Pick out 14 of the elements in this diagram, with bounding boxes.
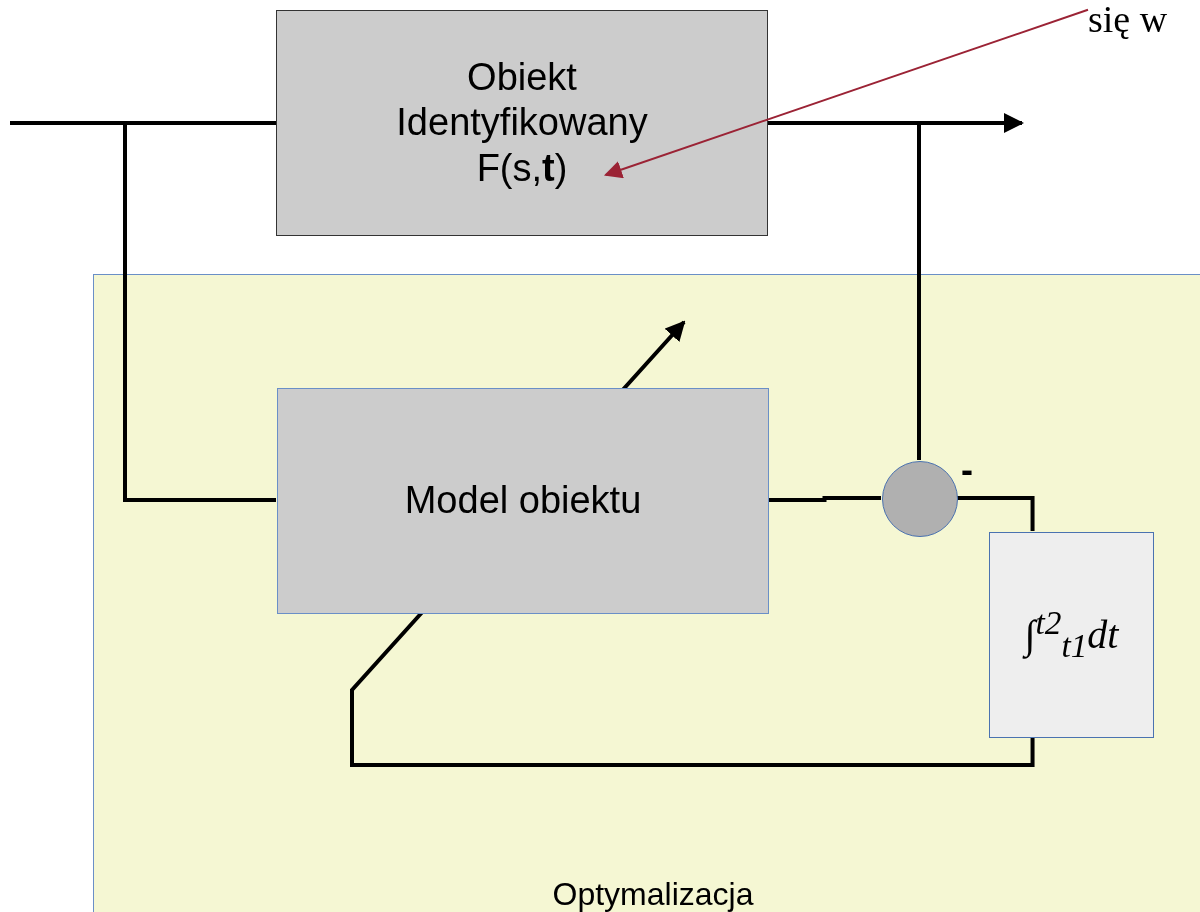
process-box bbox=[277, 388, 769, 614]
box-label: Model obiektu bbox=[404, 478, 642, 524]
region-title: Optymalizacja bbox=[552, 874, 754, 912]
minus-sign: - bbox=[961, 452, 973, 488]
integrator-box bbox=[989, 532, 1154, 738]
annotation-text: się w bbox=[1088, 0, 1168, 43]
signal-line bbox=[768, 121, 921, 460]
optimization-region bbox=[93, 274, 1200, 912]
leader-line bbox=[603, 8, 1089, 179]
signal-line bbox=[768, 496, 881, 502]
process-box bbox=[276, 10, 768, 236]
box-label: Obiekt Identyfikowany F(s,t) bbox=[395, 54, 649, 191]
signal-line bbox=[957, 496, 1035, 531]
integral-formula: ∫$^{t2}$$_{t1}$dt bbox=[1024, 603, 1119, 667]
